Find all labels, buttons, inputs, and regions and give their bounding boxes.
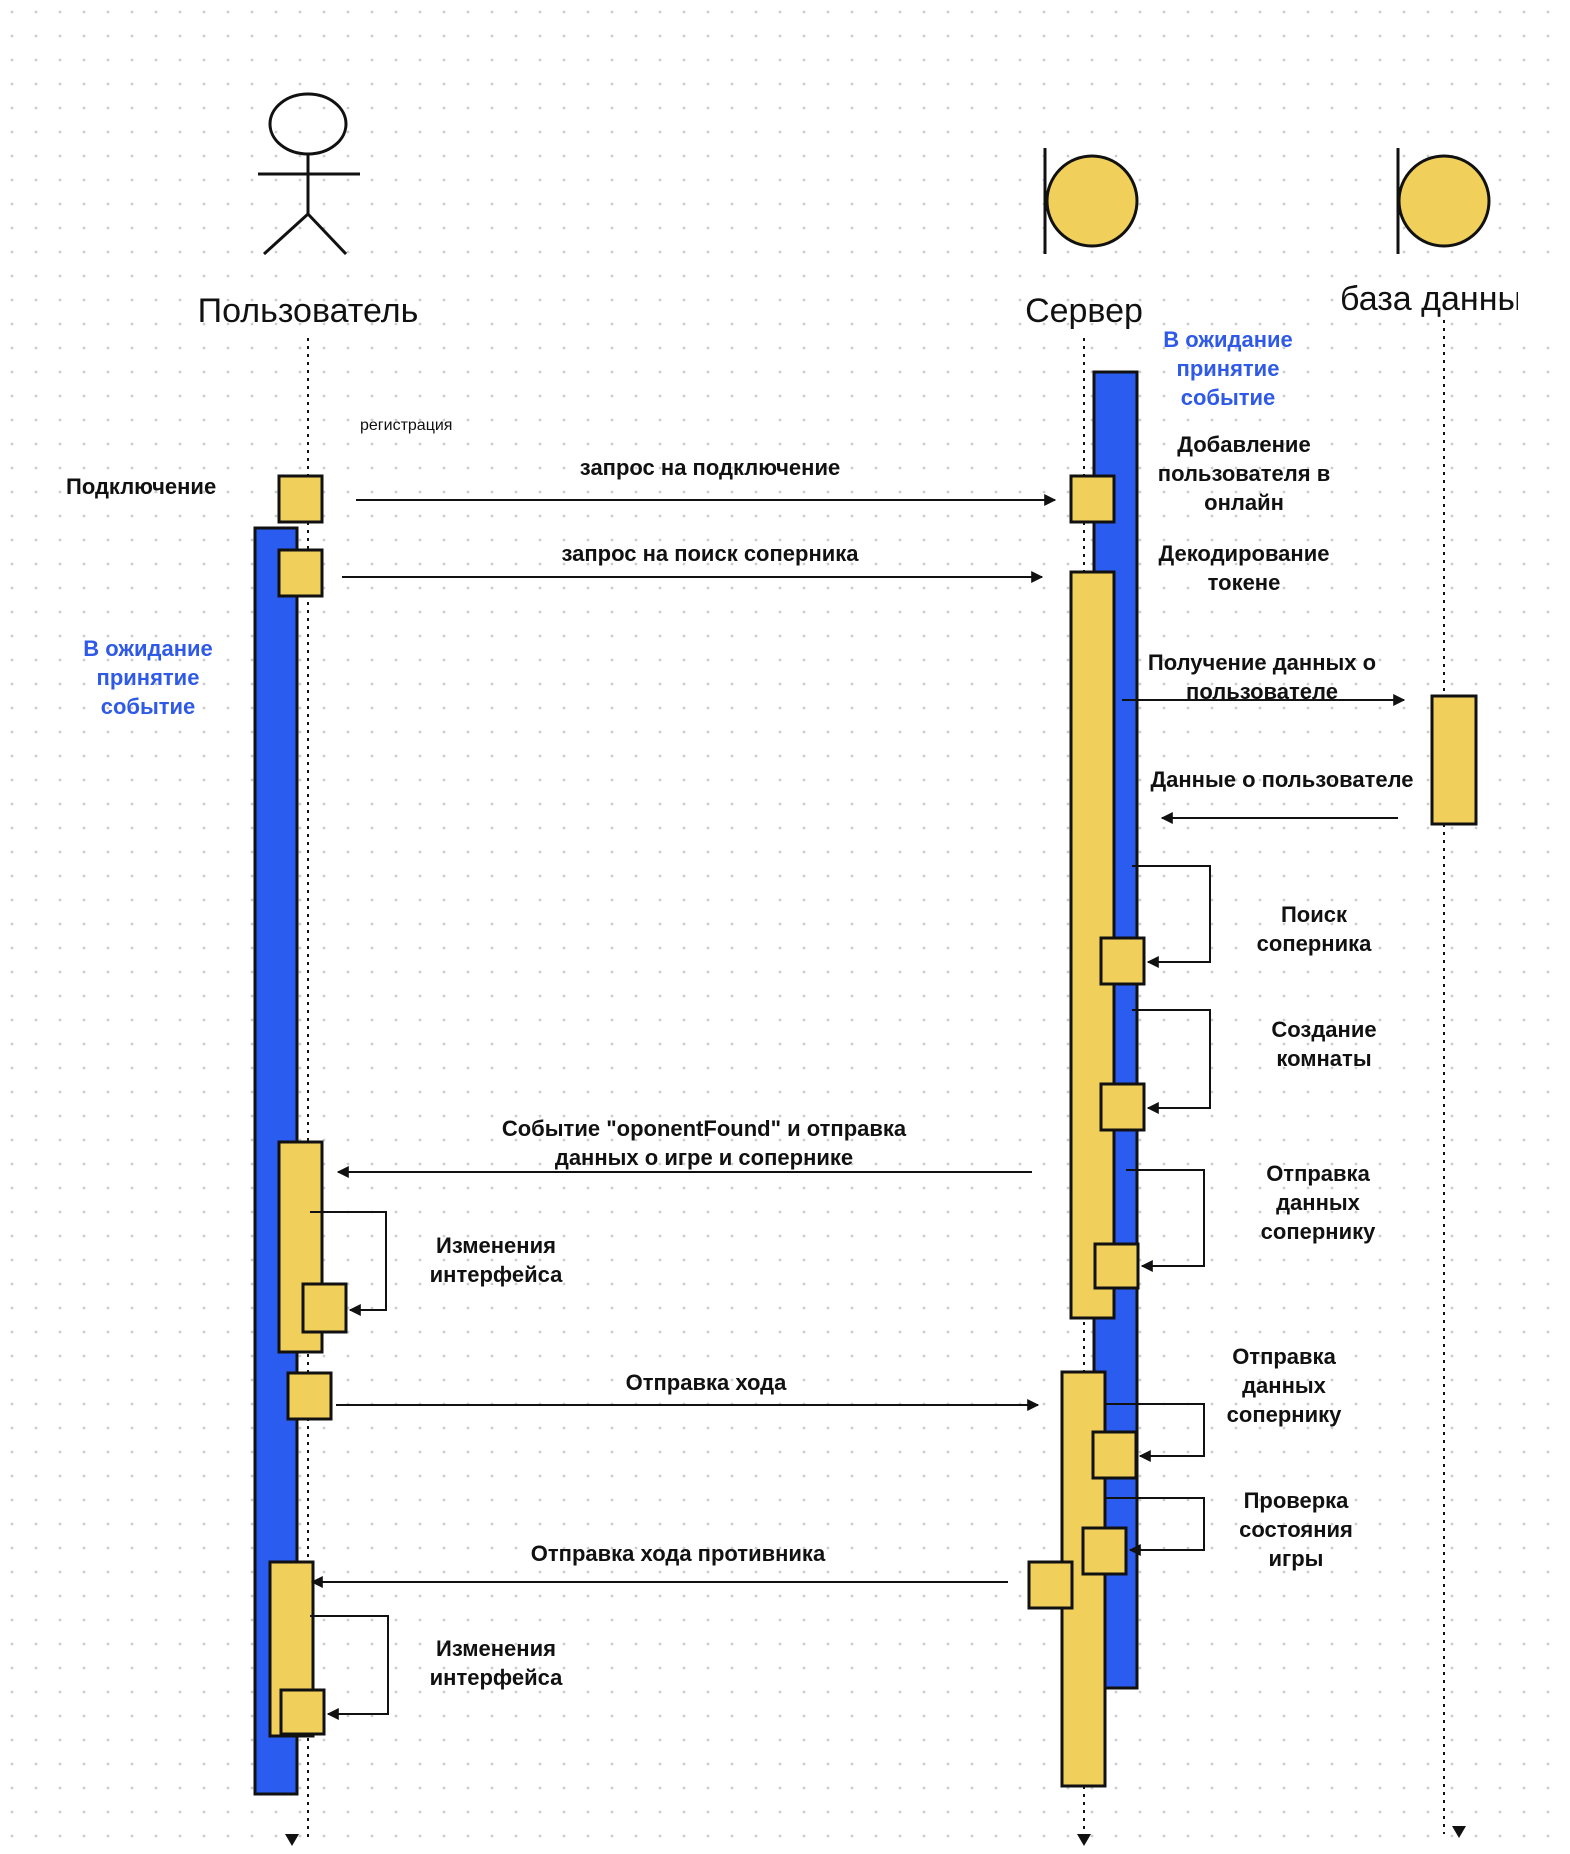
action-search-opponent-line: Поиск: [1281, 902, 1348, 927]
self-loops: [310, 865, 1211, 1720]
server-activation-check-state: [1081, 1526, 1128, 1576]
user-lifeline-end-icon: [285, 1834, 299, 1846]
loop-ui-change-1: [310, 1211, 387, 1316]
action-send-opponent-1: Отправка данных сопернику: [1261, 1161, 1376, 1244]
action-search-opponent-line: соперника: [1257, 931, 1372, 956]
user-activation-connect: [277, 474, 324, 524]
message-find-opponent-line: запрос на поиск соперника: [561, 541, 859, 566]
participant-database-label: база данных: [1340, 280, 1539, 318]
server-activation-send-opponent-2: [1091, 1430, 1138, 1480]
message-get-user-data: Получение данных о пользователе: [1148, 650, 1376, 704]
action-add-online-line: онлайн: [1204, 490, 1284, 515]
connection-label: Подключение: [66, 474, 216, 499]
message-send-move-line: Отправка хода: [626, 1370, 788, 1395]
activations: [268, 474, 1478, 1788]
message-arrows: [310, 494, 1406, 1588]
action-ui-change-2-line: интерфейса: [430, 1665, 563, 1690]
message-connect-request-line: запрос на подключение: [580, 455, 840, 480]
server-boundary-icon: [1043, 148, 1139, 254]
action-create-room-line: комнаты: [1276, 1046, 1371, 1071]
message-user-data: Данные о пользователе: [1150, 767, 1413, 792]
message-send-move: Отправка хода: [626, 1370, 788, 1395]
action-ui-change-2-line: Изменения: [436, 1636, 556, 1661]
database-activation: [1430, 694, 1478, 826]
action-decode-token-line: Декодирование: [1159, 541, 1330, 566]
database-lifeline-end-icon: [1452, 1826, 1466, 1838]
action-ui-change-1-line: Изменения: [436, 1233, 556, 1258]
message-connect-request: запрос на подключение: [580, 455, 840, 480]
action-send-opponent-2-line: данных: [1242, 1373, 1327, 1398]
action-send-opponent-2-line: сопернику: [1227, 1402, 1342, 1427]
action-add-online: Добавление пользователя в онлайн: [1158, 432, 1330, 515]
action-send-opponent-2-line: Отправка: [1232, 1344, 1336, 1369]
message-opponent-found-line: данных о игре и сопернике: [555, 1145, 853, 1170]
user-waiting-label-line: событие: [101, 694, 196, 719]
message-get-user-data-line: пользователе: [1186, 679, 1338, 704]
action-send-opponent-1-line: сопернику: [1261, 1219, 1376, 1244]
loop-ui-change-2: [310, 1615, 389, 1720]
action-add-online-line: Добавление: [1177, 432, 1310, 457]
server-activation-search: [1099, 936, 1146, 986]
server-waiting-label-line: В ожидание: [1163, 327, 1293, 352]
action-check-state: Проверка состояния игры: [1239, 1488, 1353, 1571]
participant-server-label: Сервер: [1025, 292, 1143, 330]
action-search-opponent: Поиск соперника: [1257, 902, 1372, 956]
multiline-labels: В ожидание принятие событие В ожидание приня…: [83, 327, 1413, 1690]
server-waiting-label-line: принятие: [1177, 356, 1280, 381]
user-activation-find: [277, 548, 324, 598]
action-add-online-line: пользователя в: [1158, 461, 1330, 486]
message-get-user-data-line: Получение данных о: [1148, 650, 1376, 675]
user-actor-icon: [258, 92, 360, 256]
user-activation-send-move: [286, 1371, 333, 1421]
action-send-opponent-1-line: данных: [1276, 1190, 1361, 1215]
loop-check-state: [1106, 1497, 1205, 1556]
user-waiting-label-line: В ожидание: [83, 636, 213, 661]
action-decode-token: Декодирование токене: [1159, 541, 1330, 595]
action-create-room-line: Создание: [1271, 1017, 1376, 1042]
action-send-opponent-1-line: Отправка: [1266, 1161, 1370, 1186]
action-ui-change-1: Изменения интерфейса: [430, 1233, 563, 1287]
registration-note: регистрация: [360, 417, 452, 434]
loop-create-room: [1132, 1009, 1211, 1114]
message-find-opponent: запрос на поиск соперника: [561, 541, 859, 566]
server-activation-add-online: [1069, 474, 1116, 524]
server-activation-create-room: [1099, 1082, 1146, 1132]
action-decode-token-line: токене: [1208, 570, 1281, 595]
loop-search: [1132, 865, 1211, 968]
server-activation-send-opponent-1: [1093, 1242, 1140, 1290]
message-opponent-found: Событие "oponentFound" и отправка данных …: [502, 1116, 907, 1170]
action-check-state-line: Проверка: [1244, 1488, 1350, 1513]
message-opponent-found-line: Событие "oponentFound" и отправка: [502, 1116, 907, 1141]
action-create-room: Создание комнаты: [1271, 1017, 1376, 1071]
action-ui-change-1-line: интерфейса: [430, 1262, 563, 1287]
loop-send-opponent-1: [1126, 1169, 1205, 1272]
user-activation-ui-change-1: [301, 1282, 348, 1334]
action-check-state-line: игры: [1269, 1546, 1324, 1571]
participant-user-label: Пользователь: [198, 292, 419, 330]
server-waiting-label-line: событие: [1181, 385, 1276, 410]
message-send-opponent-move-line: Отправка хода противника: [531, 1541, 826, 1566]
user-waiting-label: В ожидание принятие событие: [83, 636, 213, 719]
server-waiting-label: В ожидание принятие событие: [1163, 327, 1293, 410]
action-check-state-line: состояния: [1239, 1517, 1353, 1542]
canvas-clip-mask: [1518, 268, 1570, 328]
server-activation-opponent-move: [1027, 1560, 1074, 1610]
action-ui-change-2: Изменения интерфейса: [430, 1636, 563, 1690]
message-user-data-line: Данные о пользователе: [1150, 767, 1413, 792]
message-send-opponent-move: Отправка хода противника: [531, 1541, 826, 1566]
user-waiting-label-line: принятие: [97, 665, 200, 690]
action-send-opponent-2: Отправка данных сопернику: [1227, 1344, 1342, 1427]
loop-send-opponent-2: [1106, 1403, 1205, 1462]
server-lifeline-end-icon: [1077, 1834, 1091, 1846]
user-activation-ui-change-2: [279, 1688, 326, 1736]
database-boundary-icon: [1396, 148, 1491, 254]
